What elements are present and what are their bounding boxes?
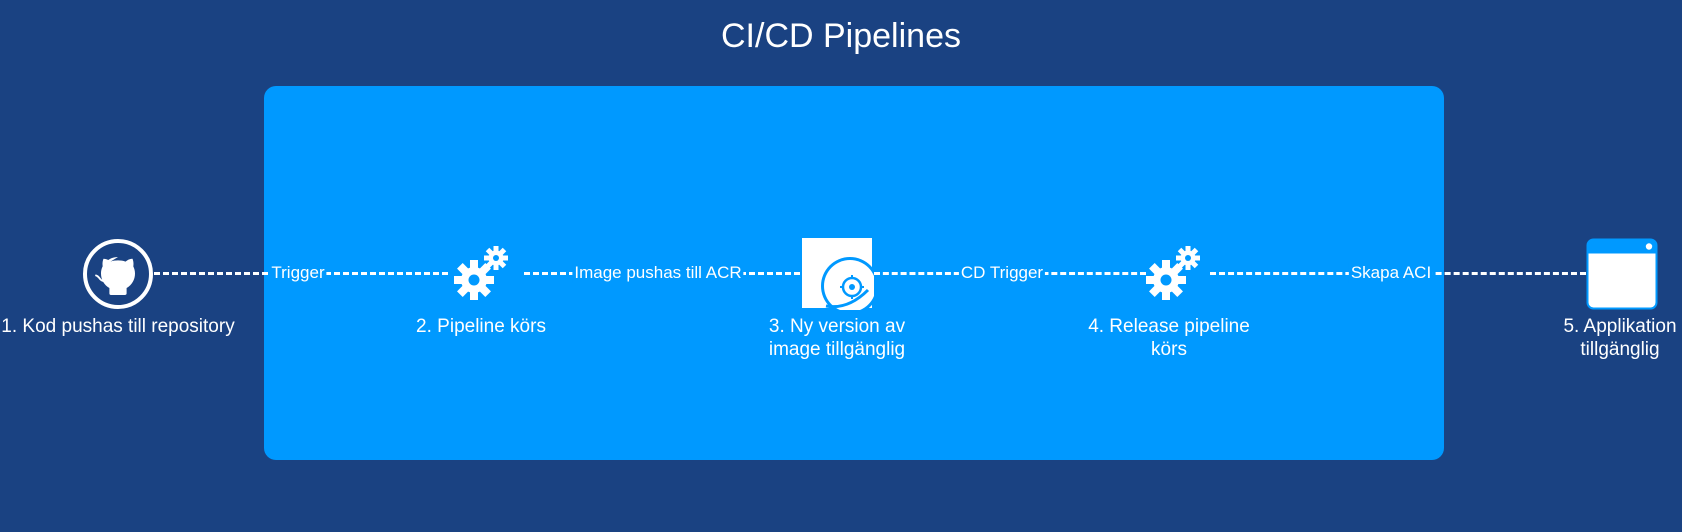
node-label-2: 2. Pipeline körs [416,315,546,338]
node-label-4-line-1: 4. Release pipeline [1088,316,1250,337]
node-label-5-line-1: 5. Applikation [1563,316,1677,337]
edge-label-image-push: Image pushas till ACR [572,263,744,283]
gears-icon [454,246,508,300]
app-window-icon [1586,238,1658,310]
node-label-4-line-2: körs [1151,339,1187,360]
node-label-2-line-1: 2. Pipeline körs [416,316,546,337]
node-label-5: 5. Applikation tillgänglig [1563,315,1676,361]
node-label-1-line-1: 1. Kod pushas till repository [1,316,235,337]
node-label-3-line-2: image tillgänglig [768,339,906,360]
node-label-1: 1. Kod pushas till repository [1,315,234,338]
edge-label-skapa-aci: Skapa ACI [1348,263,1434,283]
node-label-3: 3. Ny version av image tillgänglig [769,315,905,361]
node-label-4: 4. Release pipeline körs [1088,315,1250,361]
node-label-3-line-1: 3. Ny version av [768,316,906,337]
edge-label-cd-trigger: CD Trigger [958,263,1046,283]
node-label-5-line-2: tillgänglig [1580,339,1660,360]
page-title: CI/CD Pipelines [721,17,961,55]
edge-label-trigger: Trigger [269,263,327,283]
container-image-icon [802,238,874,310]
github-icon [83,239,153,309]
gears-icon [1146,246,1200,300]
